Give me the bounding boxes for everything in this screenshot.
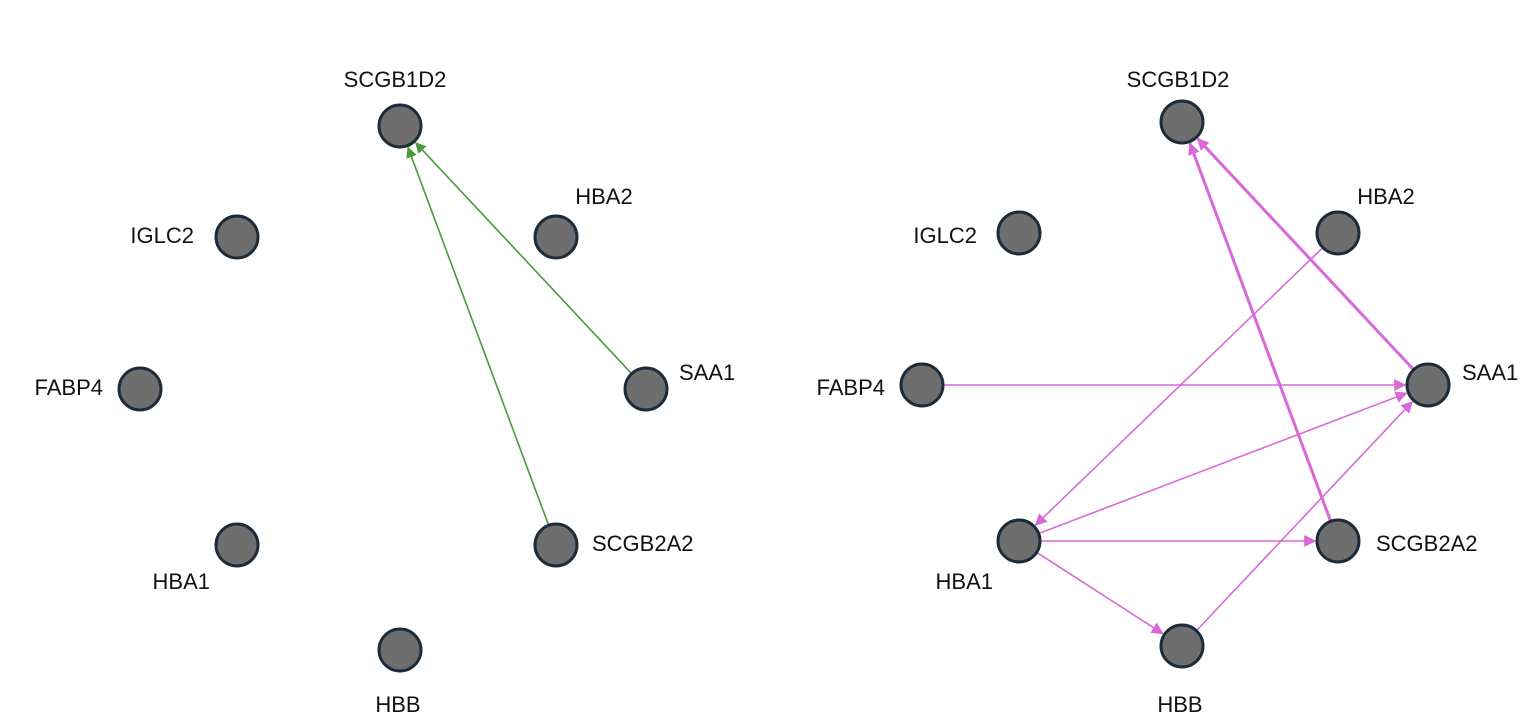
node-label-saa1: SAA1 — [679, 360, 735, 385]
node-label-scgb1d2: SCGB1D2 — [344, 67, 447, 92]
node-iglc2[interactable] — [214, 214, 260, 260]
node-label-fabp4: FABP4 — [35, 375, 103, 400]
left-edges — [406, 141, 638, 534]
node-fabp4[interactable] — [899, 362, 945, 408]
node-hba1[interactable] — [996, 518, 1042, 564]
node-scgb2a2[interactable] — [533, 522, 579, 568]
node-hba1[interactable] — [214, 522, 260, 568]
edge-hbb-to-saa1 — [1193, 400, 1414, 635]
node-hbb[interactable] — [1159, 623, 1205, 669]
node-label-scgb2a2: SCGB2A2 — [592, 531, 694, 556]
node-label-scgb1d2: SCGB1D2 — [1127, 67, 1230, 92]
node-scgb2a2[interactable] — [1315, 518, 1361, 564]
node-label-hba1: HBA1 — [936, 569, 993, 594]
node-hba2[interactable] — [533, 214, 579, 260]
node-label-hbb: HBB — [1157, 692, 1202, 717]
node-label-hba2: HBA2 — [575, 184, 632, 209]
node-label-scgb2a2: SCGB2A2 — [1376, 531, 1478, 556]
edge-saa1-to-scgb1d2 — [414, 141, 638, 381]
node-label-fabp4: FABP4 — [817, 375, 885, 400]
node-label-saa1: SAA1 — [1462, 360, 1518, 385]
node-saa1[interactable] — [1405, 362, 1451, 408]
node-label-iglc2: IGLC2 — [130, 223, 194, 248]
node-label-hba1: HBA1 — [153, 569, 210, 594]
node-scgb1d2[interactable] — [377, 103, 423, 149]
node-hba2[interactable] — [1315, 210, 1361, 256]
node-label-hba2: HBA2 — [1357, 184, 1414, 209]
right-edges — [939, 137, 1418, 635]
edge-hba1-to-saa1 — [1034, 391, 1408, 536]
node-saa1[interactable] — [623, 366, 669, 412]
node-label-hbb: HBB — [375, 692, 420, 717]
node-label-iglc2: IGLC2 — [913, 223, 977, 248]
node-iglc2[interactable] — [996, 210, 1042, 256]
edge-saa1-to-scgb1d2 — [1196, 137, 1418, 374]
edge-hba1-to-hbb — [1032, 549, 1164, 635]
edge-scgb2a2-to-scgb1d2 — [406, 146, 553, 534]
node-scgb1d2[interactable] — [1159, 99, 1205, 145]
edge-scgb2a2-to-scgb1d2 — [1188, 142, 1334, 526]
node-hbb[interactable] — [377, 627, 423, 673]
node-fabp4[interactable] — [117, 366, 163, 412]
